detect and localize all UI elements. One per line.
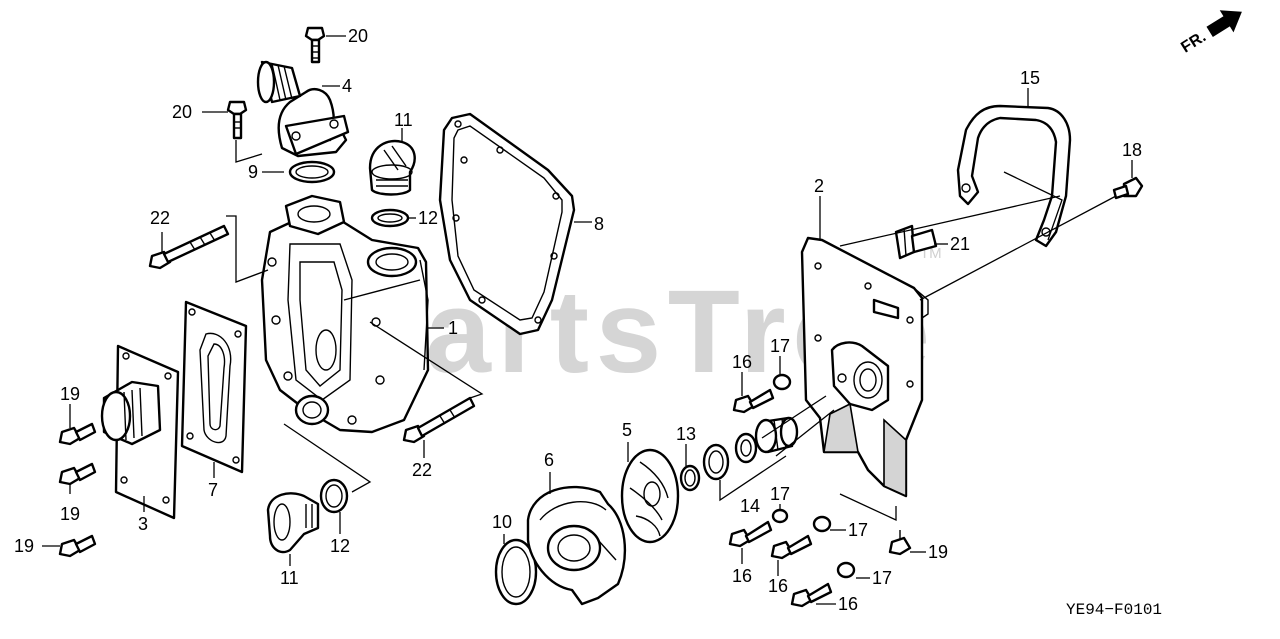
cap-11-bottom bbox=[266, 492, 320, 554]
callout-14: 14 bbox=[740, 496, 760, 516]
gasket-8 bbox=[438, 112, 576, 336]
callout-11-bottom: 11 bbox=[280, 568, 299, 588]
bolt-19-b bbox=[58, 462, 97, 486]
mechanical-seal-14 bbox=[702, 416, 799, 481]
callout-3: 3 bbox=[138, 514, 148, 534]
figure-code: YE94−F0101 bbox=[1066, 601, 1162, 619]
bolt-21 bbox=[894, 224, 938, 260]
washer-17-d bbox=[836, 561, 856, 579]
callout-20-left: 20 bbox=[172, 102, 192, 122]
front-direction-marker: FR. bbox=[1178, 10, 1242, 56]
callout-12-top: 12 bbox=[418, 208, 438, 228]
callout-5: 5 bbox=[622, 420, 632, 440]
callout-22-top: 22 bbox=[150, 208, 170, 228]
callout-2: 2 bbox=[814, 176, 824, 196]
callout-9: 9 bbox=[248, 162, 258, 182]
callout-12-bottom: 12 bbox=[330, 536, 350, 556]
callout-6: 6 bbox=[544, 450, 554, 470]
callout-17-a: 17 bbox=[770, 336, 790, 356]
bolt-20-top bbox=[304, 26, 326, 64]
callout-19-c: 19 bbox=[14, 536, 34, 556]
callout-20-top: 20 bbox=[348, 26, 368, 46]
washer-17-b bbox=[771, 508, 789, 524]
callout-16-c: 16 bbox=[768, 576, 788, 596]
callout-21: 21 bbox=[950, 234, 970, 254]
bolt-22-bottom bbox=[402, 396, 476, 444]
bolt-18 bbox=[1112, 176, 1144, 200]
gasket-7 bbox=[180, 300, 248, 474]
bolt-16-a bbox=[732, 388, 775, 414]
callout-17-b: 17 bbox=[770, 484, 790, 504]
bolt-22-top bbox=[148, 224, 230, 270]
callout-17-c: 17 bbox=[848, 520, 868, 540]
callout-15: 15 bbox=[1020, 68, 1040, 88]
washer-17-a bbox=[772, 373, 792, 391]
callout-4: 4 bbox=[342, 76, 352, 96]
callout-19-a: 19 bbox=[60, 384, 80, 404]
bolt-19-d bbox=[888, 530, 912, 556]
direction-label: FR. bbox=[1178, 28, 1209, 56]
callout-19-d: 19 bbox=[928, 542, 948, 562]
frame-plate-2 bbox=[800, 236, 929, 498]
callout-labels: 20 4 20 9 11 12 8 22 1 19 19 19 3 7 11 1… bbox=[14, 26, 1142, 614]
bolt-19-a bbox=[58, 422, 97, 446]
callout-18: 18 bbox=[1122, 140, 1142, 160]
bolt-16-d bbox=[790, 582, 833, 608]
callout-16-d: 16 bbox=[838, 594, 858, 614]
callout-17-d: 17 bbox=[872, 568, 892, 588]
callout-7: 7 bbox=[208, 480, 218, 500]
volute-case-6 bbox=[526, 485, 627, 606]
callout-1: 1 bbox=[448, 318, 458, 338]
callout-22-bottom: 22 bbox=[412, 460, 432, 480]
callout-16-b: 16 bbox=[732, 566, 752, 586]
bolt-16-b bbox=[728, 520, 773, 548]
washer-12-bottom bbox=[319, 478, 349, 514]
bolt-19-c bbox=[58, 534, 97, 558]
direction-arrow-icon bbox=[1206, 10, 1242, 37]
elbow-pipe bbox=[256, 60, 350, 158]
impeller-5 bbox=[620, 448, 680, 544]
callout-8: 8 bbox=[594, 214, 604, 234]
handle-15 bbox=[956, 104, 1072, 248]
callout-11-top: 11 bbox=[394, 110, 413, 130]
cap-11-top bbox=[368, 139, 416, 196]
callout-13: 13 bbox=[676, 424, 696, 444]
callout-10: 10 bbox=[492, 512, 512, 532]
washer-13 bbox=[679, 464, 701, 492]
bolt-16-c bbox=[770, 534, 813, 560]
pump-housing-1 bbox=[260, 194, 430, 434]
bolt-20-left bbox=[226, 100, 248, 140]
callout-19-b: 19 bbox=[60, 504, 80, 524]
washer-17-c bbox=[812, 515, 832, 533]
suction-flange-3 bbox=[100, 344, 180, 520]
callout-16-a: 16 bbox=[732, 352, 752, 372]
leader-lines bbox=[42, 35, 1133, 605]
